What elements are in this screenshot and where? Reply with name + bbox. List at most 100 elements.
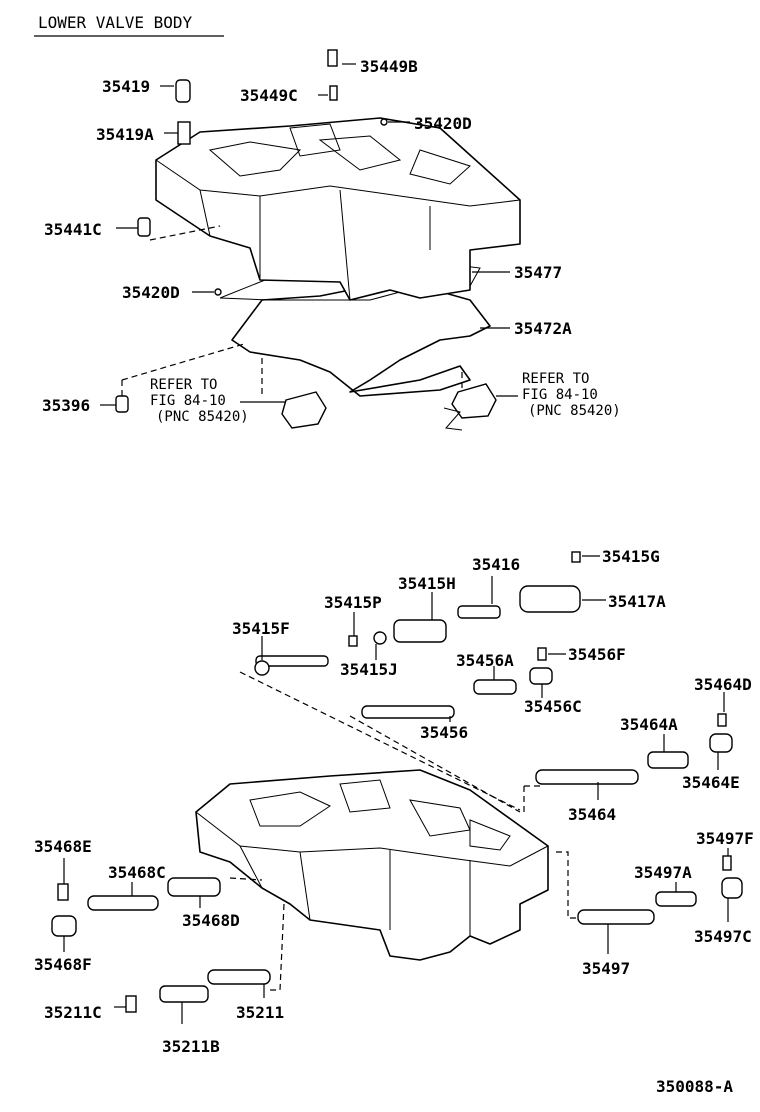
label-35468e: 35468E xyxy=(34,837,92,856)
label-35468d: 35468D xyxy=(182,911,240,930)
label-35417a: 35417A xyxy=(608,592,666,611)
lower-valve-body-lower-view xyxy=(195,769,549,961)
pin-35415g xyxy=(571,551,581,563)
label-35415p: 35415P xyxy=(324,593,382,612)
valve-35468c xyxy=(87,895,159,911)
spring-35468d xyxy=(167,877,221,897)
label-35415f: 35415F xyxy=(232,619,290,638)
label-35449c: 35449C xyxy=(240,86,298,105)
label-35420d-mid: 35420D xyxy=(122,283,180,302)
label-35456f: 35456F xyxy=(568,645,626,664)
label-35415j: 35415J xyxy=(340,660,398,679)
label-35468c: 35468C xyxy=(108,863,166,882)
label-35464e: 35464E xyxy=(682,773,740,792)
dash-35497-axis xyxy=(556,851,580,919)
lower-valve-body-upper-view xyxy=(155,117,521,431)
ball-35420d-top xyxy=(380,118,388,126)
label-35441c: 35441C xyxy=(44,220,102,239)
label-35497c: 35497C xyxy=(694,927,752,946)
plug-35456c xyxy=(529,667,553,685)
label-35464a: 35464A xyxy=(620,715,678,734)
refer-right-line2: FIG 84-10 xyxy=(522,387,598,403)
dash-35441c xyxy=(149,225,221,241)
dash-35415-axis xyxy=(239,671,521,811)
label-35456: 35456 xyxy=(420,723,468,742)
plug-35441c xyxy=(137,217,151,237)
body-channels xyxy=(208,135,471,185)
dash-35456-axis xyxy=(349,715,521,813)
label-35497f: 35497F xyxy=(696,829,754,848)
valve-35415f xyxy=(255,655,329,667)
dash-35468-axis xyxy=(229,877,263,881)
spring-35211b xyxy=(159,985,209,1003)
refer-right-line3: (PNC 85420) xyxy=(528,403,621,419)
label-35456c: 35456C xyxy=(524,697,582,716)
bolt-35396 xyxy=(115,395,129,413)
label-35456a: 35456A xyxy=(456,651,514,670)
spring-35464a xyxy=(647,751,689,769)
pin-35468e xyxy=(57,883,69,901)
diagram-title: LOWER VALVE BODY xyxy=(38,13,192,32)
retainer-35415p xyxy=(348,635,358,647)
bolt-35449b xyxy=(327,49,338,67)
label-35419: 35419 xyxy=(102,77,150,96)
pin-35464d xyxy=(717,713,727,727)
valve-35464 xyxy=(535,769,639,785)
valve-35416 xyxy=(457,605,501,619)
pin-35456f xyxy=(537,647,547,661)
plug-35464e xyxy=(709,733,733,753)
label-35497: 35497 xyxy=(582,959,630,978)
valve-35415f-end xyxy=(254,660,270,676)
sleeve-35417a xyxy=(519,585,581,613)
ball-35420d-mid xyxy=(214,288,222,296)
label-35419a: 35419A xyxy=(96,125,154,144)
solenoid-right xyxy=(451,383,497,419)
dash-35396-b xyxy=(121,343,245,381)
label-35464: 35464 xyxy=(568,805,616,824)
label-35415g: 35415G xyxy=(602,547,660,566)
body-ribs xyxy=(199,189,431,301)
washer-35415j xyxy=(373,631,387,645)
lower-body-ribs xyxy=(239,845,471,936)
plug-35468f xyxy=(51,915,77,937)
label-35416: 35416 xyxy=(472,555,520,574)
label-35211c: 35211C xyxy=(44,1003,102,1022)
drawing-number: 350088-A xyxy=(656,1077,733,1096)
pin-35497f xyxy=(722,855,732,871)
refer-left-line1: REFER TO xyxy=(150,377,217,393)
spring-35419a xyxy=(177,121,191,145)
refer-right-line1: REFER TO xyxy=(522,371,589,387)
dash-35464-axis xyxy=(523,785,540,812)
body-pocket xyxy=(289,123,341,157)
plug-35497c xyxy=(721,877,743,899)
lower-body-channels xyxy=(249,779,511,851)
pin-35211c xyxy=(125,995,137,1013)
label-35468f: 35468F xyxy=(34,955,92,974)
refer-left-line3: (PNC 85420) xyxy=(156,409,249,425)
label-35472a: 35472A xyxy=(514,319,572,338)
spring-35456a xyxy=(473,679,517,695)
label-35449b: 35449B xyxy=(360,57,418,76)
label-35464d: 35464D xyxy=(694,675,752,694)
valve-35497 xyxy=(577,909,655,925)
separator-plate xyxy=(231,285,491,397)
valve-body-lower xyxy=(195,769,549,961)
spring-35415h xyxy=(393,619,447,643)
solenoid-right-wire xyxy=(443,407,463,431)
label-35211b: 35211B xyxy=(162,1037,220,1056)
valve-35456 xyxy=(361,705,455,719)
plug-35419 xyxy=(175,79,191,103)
spring-35449c xyxy=(329,85,338,101)
spring-35497a xyxy=(655,891,697,907)
label-35477: 35477 xyxy=(514,263,562,282)
dash-35211-axis xyxy=(270,903,285,991)
solenoid-left xyxy=(281,391,327,429)
label-35420d-top: 35420D xyxy=(414,114,472,133)
valve-35211 xyxy=(207,969,271,985)
label-35415h: 35415H xyxy=(398,574,456,593)
label-35396: 35396 xyxy=(42,396,90,415)
label-35211: 35211 xyxy=(236,1003,284,1022)
refer-left-line2: FIG 84-10 xyxy=(150,393,226,409)
